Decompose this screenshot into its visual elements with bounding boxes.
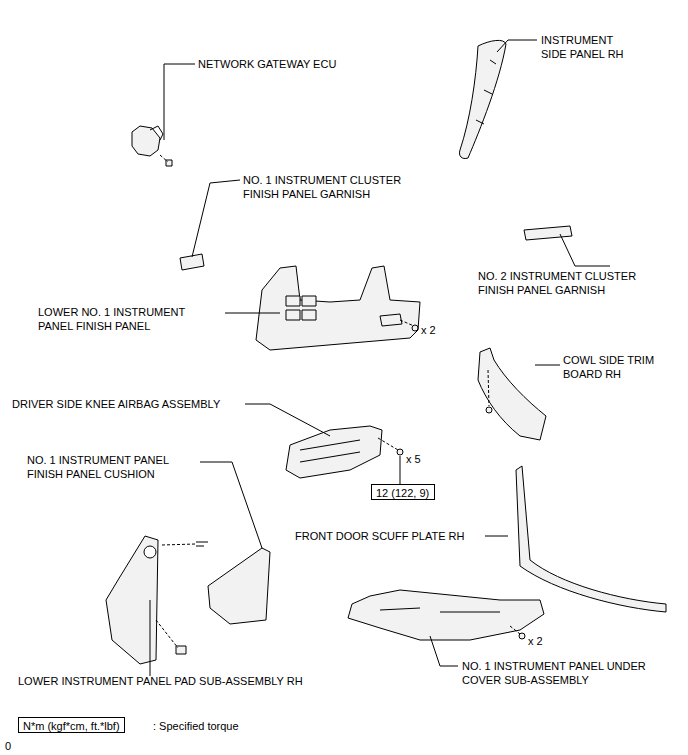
- torque-value-box: 12 (122, 9): [371, 484, 435, 500]
- part-name: NETWORK GATEWAY ECU: [198, 57, 336, 71]
- part-name: LOWER INSTRUMENT PANEL PAD SUB-ASSEMBLY …: [18, 674, 303, 688]
- part-name: NO. 1 INSTRUMENT CLUSTER FINISH PANEL GA…: [243, 173, 428, 201]
- part-name: LOWER NO. 1 INSTRUMENT PANEL FINISH PANE…: [38, 305, 208, 333]
- part-name: NO. 2 INSTRUMENT CLUSTER FINISH PANEL GA…: [478, 269, 663, 297]
- box-text: 12 (122, 9): [376, 487, 429, 499]
- part-name: NO. 1 INSTRUMENT PANEL UNDER COVER SUB-A…: [462, 659, 672, 687]
- box-text: N*m (kgf*cm, ft.*lbf): [23, 720, 120, 732]
- part-name: COWL SIDE TRIM BOARD RH: [563, 353, 673, 381]
- part-name: INSTRUMENT SIDE PANEL RH: [541, 33, 641, 61]
- part-name: DRIVER SIDE KNEE AIRBAG ASSEMBLY: [12, 397, 220, 411]
- quantity: x 5: [406, 452, 421, 466]
- quantity: x 2: [528, 634, 543, 648]
- torque-unit-box: N*m (kgf*cm, ft.*lbf): [18, 717, 125, 733]
- part-name: FRONT DOOR SCUFF PLATE RH: [295, 529, 465, 543]
- quantity: x 2: [421, 323, 436, 337]
- page-number: 0: [5, 739, 11, 753]
- legend-text: : Specified torque: [153, 719, 239, 733]
- part-name: NO. 1 INSTRUMENT PANEL FINISH PANEL CUSH…: [27, 453, 192, 481]
